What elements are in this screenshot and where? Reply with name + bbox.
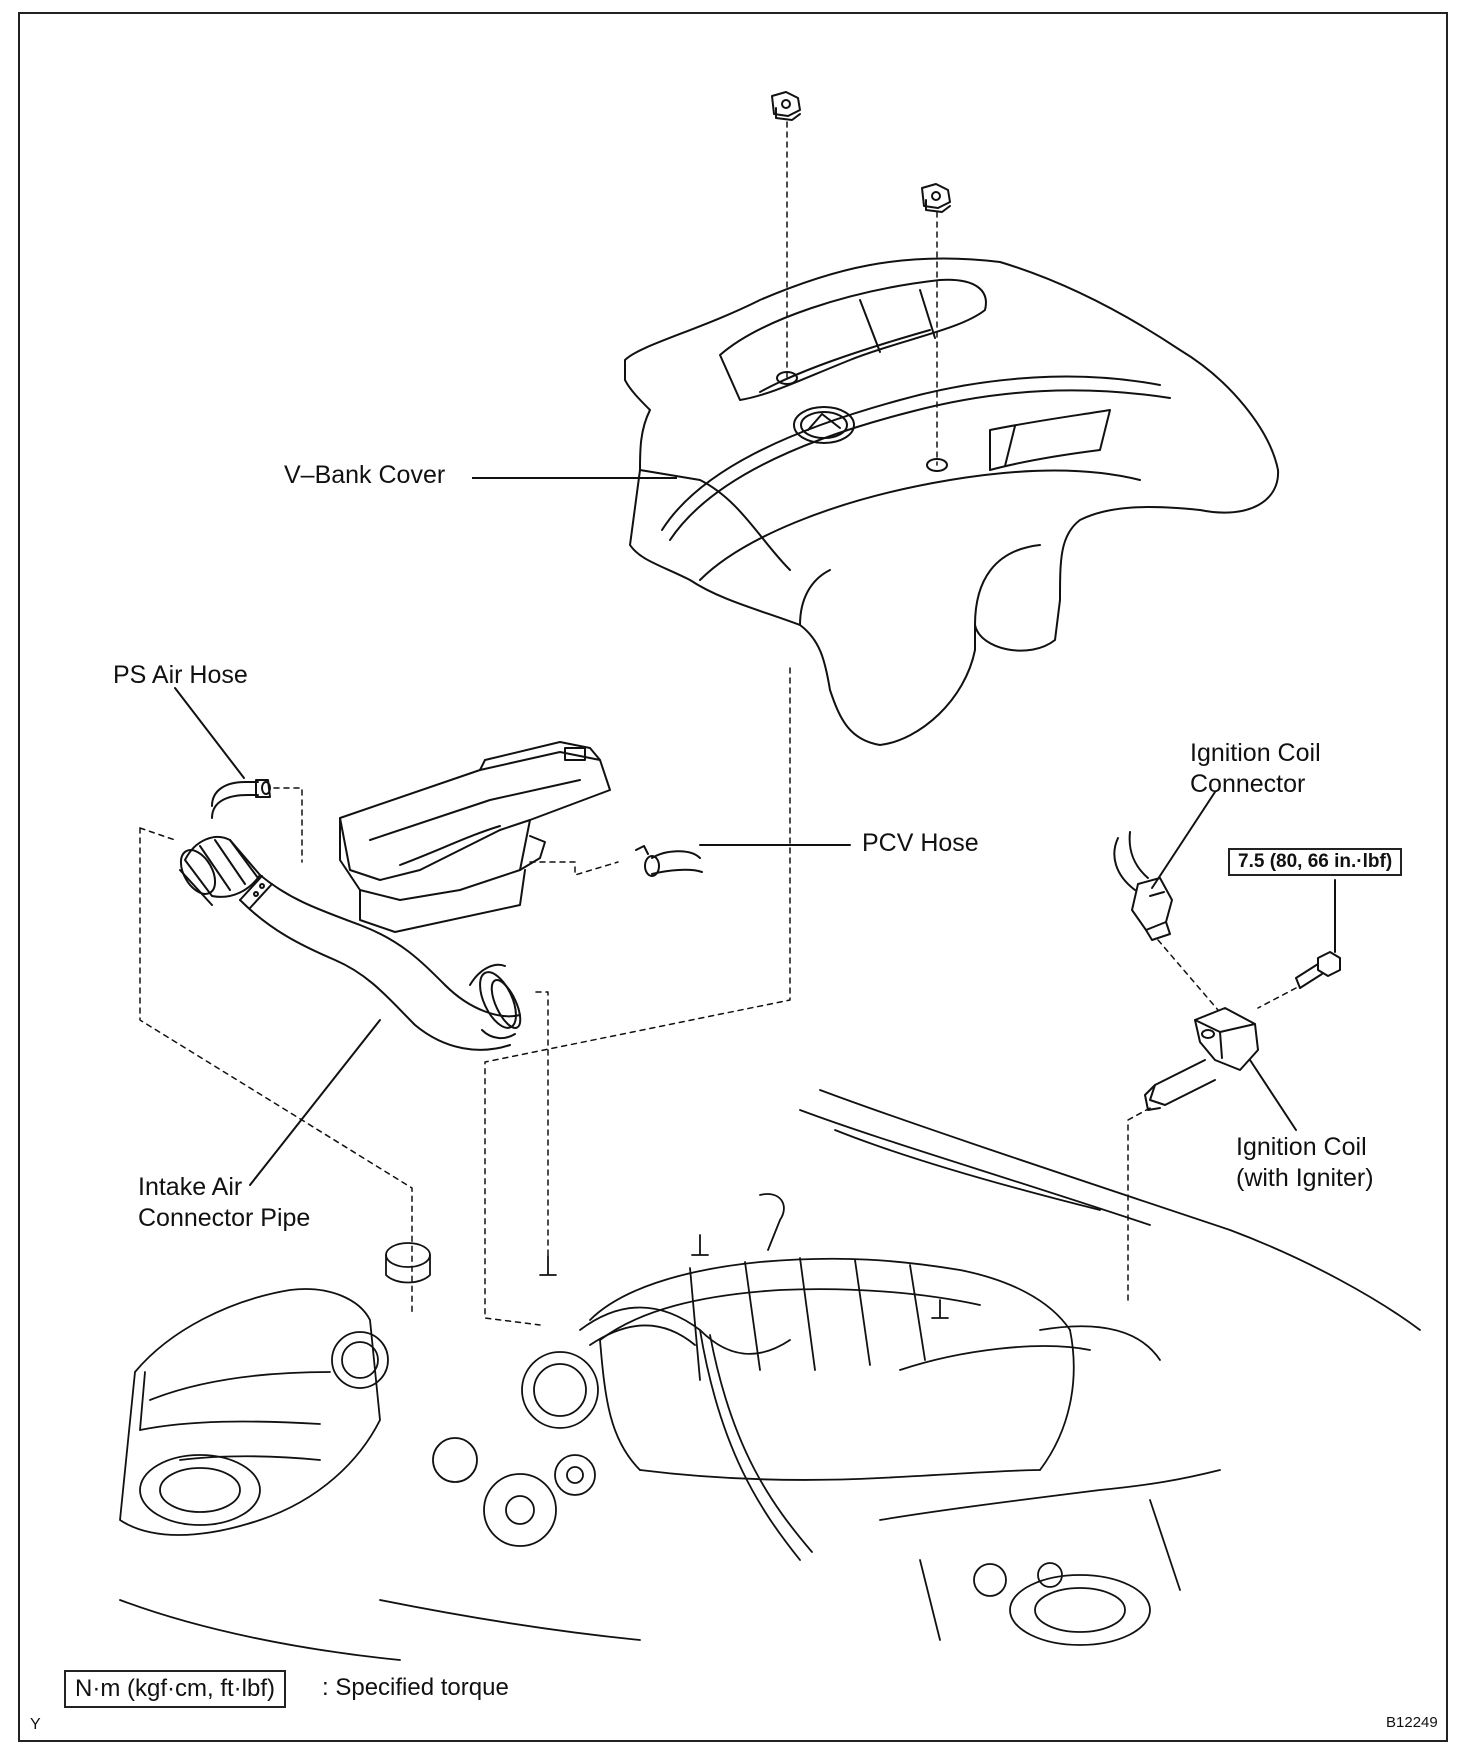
pcv-hose-part bbox=[635, 845, 703, 877]
cover-nut-right-icon bbox=[921, 183, 951, 213]
ignition-coil-connector-part bbox=[1113, 831, 1173, 941]
v-bank-cover-part bbox=[624, 257, 1280, 746]
figure-code: B12249 bbox=[1386, 1714, 1438, 1731]
ignition-coil-connector-label: Ignition Coil Connector bbox=[1190, 739, 1321, 798]
intake-air-connector-pipe-label: Intake Air Connector Pipe bbox=[138, 1173, 311, 1232]
v-bank-cover-label: V–Bank Cover bbox=[284, 461, 446, 489]
torque-legend-box: N·m (kgf·cm, ft·lbf) bbox=[64, 1670, 286, 1708]
intake-alignment-lines bbox=[139, 667, 791, 1326]
v-bank-cover-leader bbox=[472, 477, 677, 479]
cover-nut-left-icon bbox=[771, 91, 801, 121]
intake-pipe-leader bbox=[249, 1019, 381, 1186]
intake-air-connector-pipe-part bbox=[179, 835, 522, 1051]
ps-air-hose-label: PS Air Hose bbox=[113, 661, 248, 689]
ignition-coil-connector-leader bbox=[1151, 791, 1216, 889]
pcv-hose-label: PCV Hose bbox=[862, 829, 979, 857]
torque-legend-text: : Specified torque bbox=[322, 1674, 509, 1701]
torque-spec-box: 7.5 (80, 66 in.·lbf) bbox=[1228, 848, 1403, 876]
ps-air-hose-part bbox=[211, 779, 271, 819]
ignition-coil-label: Ignition Coil (with Igniter) bbox=[1236, 1133, 1374, 1192]
corner-mark: Y bbox=[30, 1716, 41, 1733]
ignition-coil-leader bbox=[1249, 1059, 1297, 1131]
air-cleaner-housing-part bbox=[339, 741, 611, 933]
torque-bolt-icon bbox=[1295, 951, 1341, 989]
nut-alignment-lines bbox=[786, 121, 938, 466]
engine-assembly-part bbox=[119, 1089, 1421, 1661]
ps-air-hose-leader bbox=[174, 687, 245, 779]
ignition-coil-part bbox=[1144, 1007, 1259, 1111]
diagram-frame bbox=[18, 12, 1448, 1742]
